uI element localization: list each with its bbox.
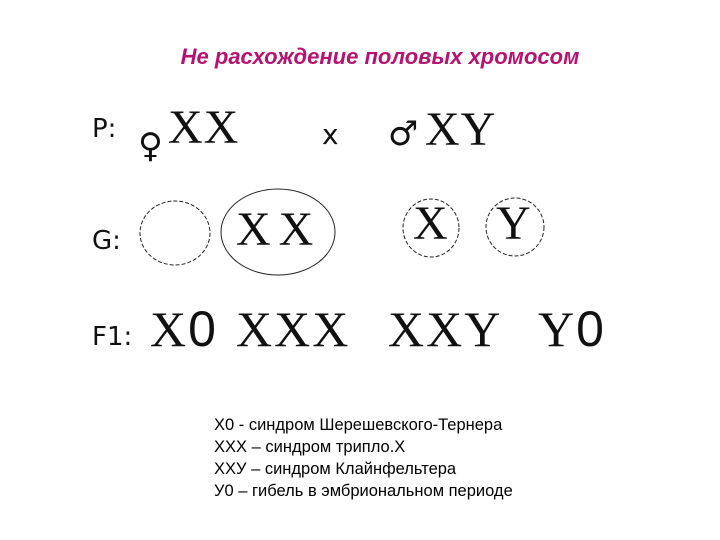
legend-line: X0 - синдром Шерешевского-Тернера: [214, 416, 503, 434]
gamete-xx-circle: [220, 188, 336, 276]
gamete-x: X: [413, 197, 449, 250]
male-symbol-icon: ♂: [388, 114, 419, 154]
gamete-xx: X X: [236, 203, 315, 256]
offspring-y0-letter: Y: [538, 301, 577, 357]
gamete-y-circle: [485, 197, 545, 257]
offspring-xxx: XXX: [236, 301, 351, 357]
syndrome-legend: X0 - синдром Шерешевского-Тернера XXX – …: [214, 414, 513, 502]
cross-sign: x: [322, 118, 339, 151]
offspring-y0: Y0: [538, 300, 606, 358]
legend-line: XXX – синдром трипло.X: [214, 438, 406, 456]
offspring-label: F1:: [92, 322, 133, 352]
female-symbol-icon: ♀: [138, 126, 163, 166]
legend-line: У0 – гибель в эмбриональном периоде: [214, 482, 513, 500]
gamete-x-circle: [402, 198, 460, 258]
gamete-empty-circle: [139, 200, 211, 266]
gamete-y: Y: [496, 197, 532, 250]
female-genotype: XX: [168, 101, 240, 154]
offspring-x0-letter: X: [150, 301, 189, 357]
gametes-label: G:: [92, 226, 121, 256]
offspring-x0-zero: 0: [188, 301, 218, 357]
parents-label: P:: [92, 114, 117, 144]
offspring-y0-zero: 0: [576, 301, 606, 357]
legend-line: XXУ – синдром Клайнфельтера: [214, 460, 457, 478]
page-title: Не расхождение половых хромосом: [180, 44, 580, 69]
male-genotype: XY: [425, 103, 497, 156]
offspring-x0: X0: [150, 300, 218, 358]
offspring-xxy: XXY: [388, 301, 503, 357]
